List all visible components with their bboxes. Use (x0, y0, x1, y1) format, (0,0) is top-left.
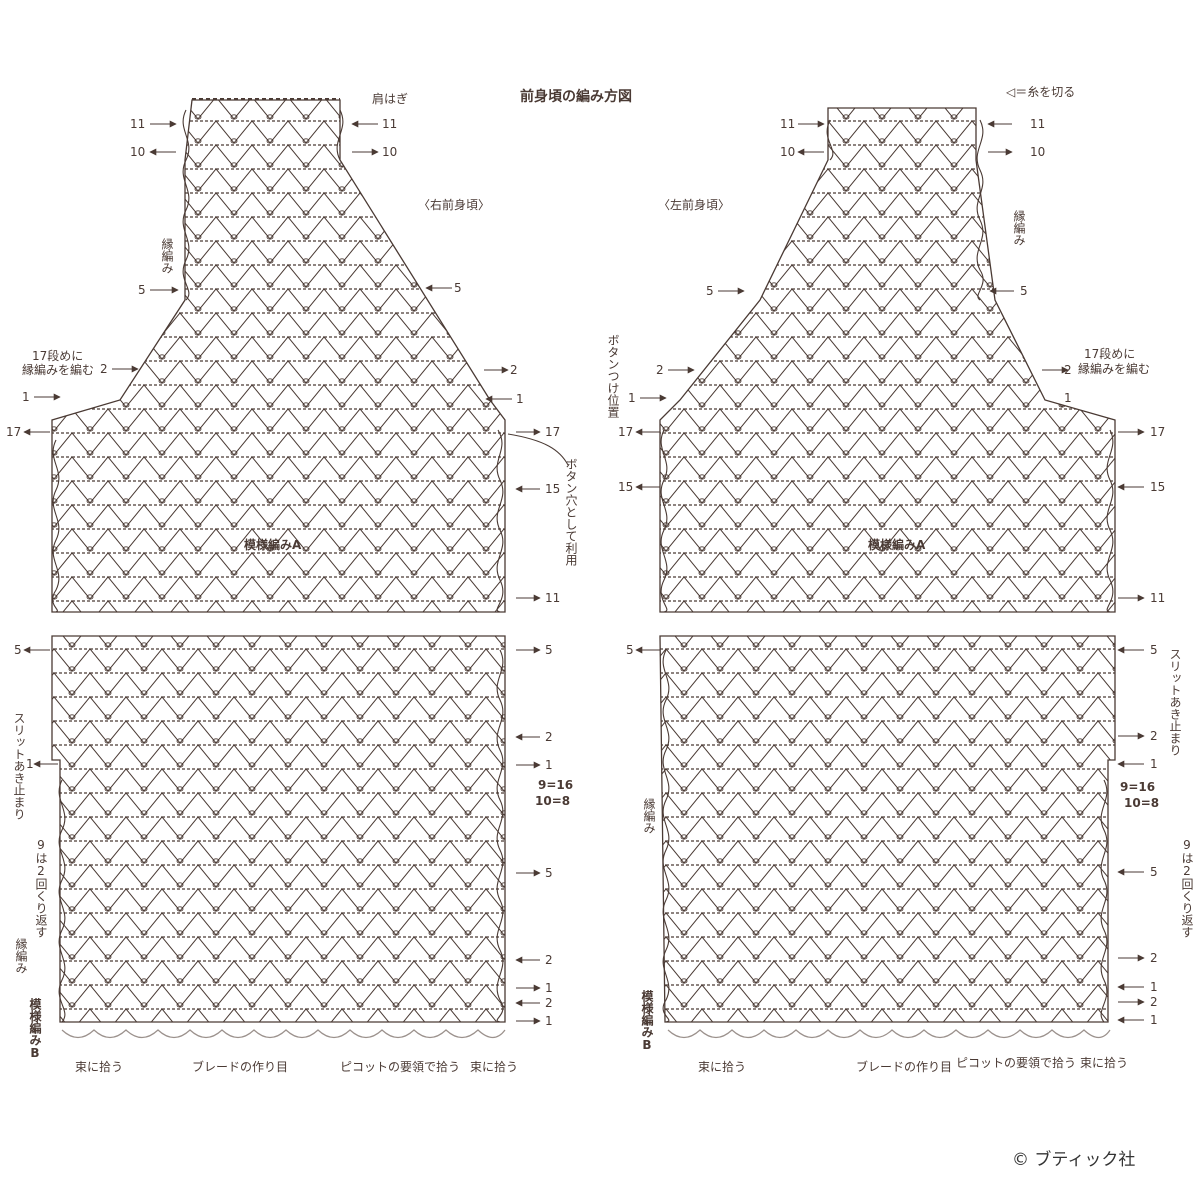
rf-right-row-5: 5 (454, 281, 462, 295)
lf-right-row-10: 10 (1030, 145, 1046, 159)
rf-right-row-1b: 1 (545, 758, 553, 772)
lf-right-row-2d: 2 (1150, 995, 1158, 1009)
left-front-lower-outline (659, 635, 1116, 1023)
rf-left-row-5b: 5 (14, 643, 22, 657)
right-front-upper-outline (51, 99, 506, 613)
rf-right-row-17: 17 (545, 425, 561, 439)
rf-left-row-1: 1 (22, 390, 30, 404)
lf-left-row-11: 11 (780, 117, 796, 131)
right-front-slit-label: スリットあき止まり (12, 712, 26, 820)
lf-left-row-15: 15 (618, 480, 634, 494)
rf-left-row-10: 10 (130, 145, 146, 159)
lf-right-row-17: 17 (1150, 425, 1166, 439)
left-front-fuchi-side-label: 縁編み (642, 798, 656, 834)
lf-right-row-2: 2 (1064, 363, 1072, 377)
rf-right-row-10: 10 (382, 145, 398, 159)
right-front-fuchi-top-label: 縁編み (160, 238, 174, 274)
rf-right-row-2c: 2 (545, 953, 553, 967)
rf-right-row-5b: 5 (545, 643, 553, 657)
publisher-credit: © ブティック社 (1012, 1150, 1136, 1170)
left-front-row17-note-1: 17段めに (1084, 347, 1136, 361)
right-front-bottom-label-4: 束に拾う (470, 1060, 519, 1074)
lf-right-row-1c: 1 (1150, 980, 1158, 994)
right-front-edge-border (52, 109, 504, 1023)
right-front-bottom-label-2: ブレードの作り目 (192, 1060, 289, 1074)
right-front-braid (61, 1029, 506, 1039)
right-front-row17-note-1: 17段めに (32, 349, 84, 363)
diagram-title: 前身頃の編み方図 (520, 89, 632, 105)
left-front-bottom-label-3: ピコットの要領で拾う (956, 1056, 1077, 1070)
left-front-bottom-label-1: 束に拾う (698, 1060, 747, 1074)
right-front-title: 〈右前身頃〉 (418, 198, 491, 212)
right-front-repeat-note: 9は2回くり返す (34, 838, 48, 938)
left-front-body (659, 107, 1116, 1039)
rf-left-row-17: 17 (6, 425, 22, 439)
lf-right-row-5c: 5 (1150, 865, 1158, 879)
rf-right-row-11: 11 (382, 117, 398, 131)
rf-right-row-1c: 1 (545, 981, 553, 995)
lf-right-row-1: 1 (1064, 391, 1072, 405)
rf-right-row-2: 2 (510, 363, 518, 377)
left-front-pattern-a: 模様編みA (868, 538, 926, 552)
lf-left-row-5b: 5 (626, 643, 634, 657)
lf-left-row-17: 17 (618, 425, 634, 439)
lf-right-row-1d: 1 (1150, 1013, 1158, 1027)
lf-left-row-10: 10 (780, 145, 796, 159)
lf-right-row-11: 11 (1030, 117, 1046, 131)
lf-left-row-5: 5 (706, 284, 714, 298)
right-front-row17-note-2: 縁編みを編む (22, 363, 95, 377)
right-front-pattern-b: 模様編みB (28, 998, 42, 1060)
left-front-row17-note-2: 縁編みを編む (1078, 362, 1151, 376)
left-front-fuchi-top-label: 縁編み (1012, 210, 1026, 246)
rf-right-row-5c: 5 (545, 866, 553, 880)
right-front-bottom-label-1: 束に拾う (75, 1060, 124, 1074)
rf-right-row-2b: 2 (545, 730, 553, 744)
lf-left-row-1: 1 (628, 391, 636, 405)
left-front-pattern-b: 模様編みB (640, 990, 654, 1052)
row-arrows-left-front (635, 120, 1145, 1024)
lf-right-row-1b: 1 (1150, 757, 1158, 771)
lf-left-row-2: 2 (656, 363, 664, 377)
right-front-bottom-label-3: ピコットの要領で拾う (340, 1060, 461, 1074)
lf-right-row-15: 15 (1150, 480, 1166, 494)
lf-right-row-11b: 11 (1150, 591, 1166, 605)
right-front-fuchi-bottom-label: 縁編み (14, 938, 28, 974)
rf-left-row-5: 5 (138, 283, 146, 297)
left-front-edge-border (660, 119, 1114, 1023)
right-front-body (51, 98, 506, 1039)
rf-right-row-11b: 11 (545, 591, 561, 605)
row-arrows-right-front (23, 120, 569, 1025)
rf-right-row-1d: 1 (545, 1014, 553, 1028)
left-front-braid (667, 1029, 1111, 1039)
left-front-bottom-label-2: ブレードの作り目 (856, 1060, 953, 1074)
lf-right-row-5: 5 (1020, 284, 1028, 298)
rf-right-row-2d: 2 (545, 996, 553, 1010)
rf-left-row-11: 11 (130, 117, 146, 131)
cut-legend: ◁＝糸を切る (1006, 85, 1076, 99)
rf-right-row-10-8: 10=8 (535, 794, 571, 808)
rf-right-row-9-16: 9=16 (538, 778, 574, 792)
button-position-label: ボタンつけ位置 (606, 334, 620, 418)
lf-right-row-2c: 2 (1150, 951, 1158, 965)
rf-left-row-2: 2 (100, 362, 108, 376)
left-front-upper-outline (659, 107, 1116, 613)
lf-right-row-2b: 2 (1150, 729, 1158, 743)
lf-right-row-9-16: 9=16 (1120, 780, 1156, 794)
rf-right-row-1: 1 (516, 392, 524, 406)
right-front-pattern-a: 模様編みA (244, 538, 302, 552)
lf-right-row-10-8: 10=8 (1124, 796, 1160, 810)
shoulder-seam-label: 肩はぎ (372, 92, 409, 106)
left-front-repeat-note: 9は2回くり返す (1180, 838, 1194, 938)
rf-left-row-1b: 1 (26, 757, 34, 771)
left-front-title: 〈左前身頃〉 (658, 198, 731, 212)
rf-right-row-15: 15 (545, 482, 561, 496)
left-front-slit-label: スリットあき止まり (1168, 648, 1182, 756)
right-front-lower-outline (51, 635, 506, 1023)
button-hole-label: ボタン穴として利用 (564, 458, 578, 566)
left-front-bottom-label-4: 束に拾う (1080, 1056, 1129, 1070)
lf-right-row-5b: 5 (1150, 643, 1158, 657)
